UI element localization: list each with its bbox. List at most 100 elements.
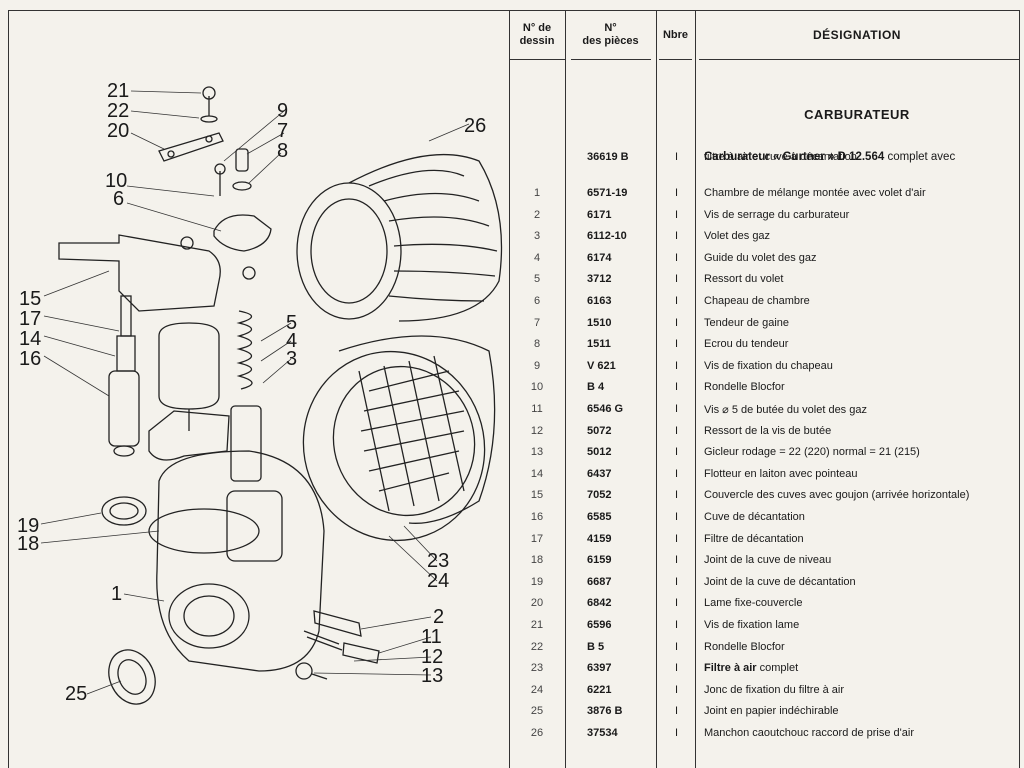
- drawing-number: 13: [530, 446, 544, 459]
- part-designation: Jonc de fixation du filtre à air: [704, 683, 845, 696]
- drawing-number: 15: [530, 489, 544, 502]
- part-ref: 3712: [587, 273, 612, 286]
- part-ref: 6163: [587, 295, 612, 307]
- part-qty: I: [675, 575, 679, 588]
- part-ref: 5012: [587, 446, 612, 459]
- part-qty: I: [675, 511, 679, 523]
- callout-17: 17: [19, 308, 42, 330]
- header-qty: Nbre: [662, 28, 689, 41]
- part-qty: I: [675, 619, 679, 631]
- part-ref: 6112-10: [587, 230, 627, 243]
- callout-15: 15: [19, 288, 42, 310]
- callout-25: 25: [65, 683, 88, 705]
- drawing-number: 14: [530, 467, 544, 480]
- part-qty: I: [675, 727, 679, 739]
- part-designation: Vis ⌀ 5 de butée du volet des gaz: [704, 404, 867, 416]
- part-qty: I: [675, 640, 679, 653]
- callout-21: 21: [107, 80, 130, 102]
- part-designation: Vis de fixation lame: [704, 619, 800, 631]
- part-designation: Tendeur de gaine: [704, 316, 790, 329]
- parts-table: N° de dessin N° des pièces Nbre DÉSIGNAT…: [509, 11, 1019, 768]
- part-designation: Ecrou du tendeur: [704, 338, 789, 351]
- part-designation: Joint de la cuve de décantation: [704, 575, 856, 588]
- drawing-number: 24: [530, 683, 544, 696]
- header-part-no: N° des pièces: [582, 22, 639, 47]
- callout-24: 24: [427, 570, 450, 592]
- drawing-number: 12: [530, 424, 544, 437]
- part-designation: Filtre de décantation: [704, 532, 804, 545]
- section-title: CARBURATEUR: [804, 107, 910, 122]
- part-qty: I: [675, 208, 679, 221]
- part-ref: 6221: [587, 683, 612, 696]
- part-qty: I: [675, 662, 679, 675]
- part-ref: 5072: [587, 424, 612, 437]
- part-designation: Volet des gaz: [704, 230, 771, 243]
- part-designation-line2: filtre à air et cuve à décantation: [704, 151, 857, 163]
- part-ref: 4159: [587, 532, 612, 545]
- drawing-number: 18: [530, 554, 544, 567]
- part-qty: I: [675, 446, 679, 459]
- part-designation: Rondelle Blocfor: [704, 381, 785, 394]
- part-qty: I: [675, 532, 679, 545]
- header-underline: [571, 59, 651, 60]
- part-qty: I: [675, 705, 679, 718]
- callout-23: 23: [427, 550, 450, 572]
- callout-10: 10: [105, 170, 128, 192]
- drawing-number: 25: [530, 705, 544, 718]
- header-drawing-no: N° de dessin: [519, 22, 555, 47]
- drawing-number: 8: [533, 338, 541, 351]
- callout-12: 12: [421, 646, 444, 668]
- callout-9: 9: [277, 100, 289, 122]
- callout-18: 18: [17, 533, 40, 555]
- exploded-view-drawing: 21 22 20 9 7 8 10 6 26 15 17 14 16 5 4 3…: [9, 11, 509, 768]
- part-designation: Couvercle des cuves avec goujon (arrivée…: [704, 489, 970, 502]
- part-designation: Flotteur en laiton avec pointeau: [704, 467, 858, 480]
- part-designation: Vis de serrage du carburateur: [704, 208, 850, 221]
- frame-border: [8, 10, 1020, 11]
- part-designation: Chapeau de chambre: [704, 295, 810, 307]
- header-underline: [699, 59, 1019, 60]
- drawing-number: 4: [533, 251, 541, 264]
- callout-2: 2: [433, 606, 445, 628]
- drawing-number: 10: [530, 381, 544, 394]
- drawing-number: 17: [530, 532, 544, 545]
- part-qty: I: [675, 295, 679, 307]
- part-qty: I: [675, 424, 679, 437]
- header-underline: [659, 59, 692, 60]
- table-divider: [695, 11, 696, 768]
- part-ref: 6171: [587, 208, 612, 221]
- callout-11: 11: [421, 626, 442, 648]
- part-qty: I: [675, 251, 679, 264]
- part-qty: I: [675, 316, 679, 329]
- part-ref: 1510: [587, 316, 612, 329]
- drawing-number: 16: [530, 511, 544, 523]
- callout-3: 3: [286, 348, 298, 370]
- part-ref: B 5: [587, 640, 605, 653]
- part-qty: I: [675, 273, 679, 286]
- part-qty: I: [675, 359, 679, 372]
- part-designation: Manchon caoutchouc raccord de prise d'ai…: [704, 727, 914, 739]
- drawing-number: 26: [530, 727, 544, 739]
- carburetor-illustration: [40, 86, 503, 705]
- callout-13: 13: [421, 665, 444, 687]
- part-ref: B 4: [587, 381, 605, 394]
- drawing-number: 2: [533, 208, 541, 221]
- part-ref: 6571-19: [587, 187, 628, 199]
- part-ref: 6174: [587, 251, 612, 264]
- part-ref: 3876 B: [587, 705, 623, 718]
- part-ref: V 621: [587, 359, 616, 372]
- part-qty: I: [675, 554, 679, 567]
- part-ref: 6842: [587, 597, 612, 610]
- drawing-number: 23: [530, 662, 544, 675]
- part-designation: Lame fixe-couvercle: [704, 597, 803, 610]
- part-qty: I: [675, 403, 679, 415]
- callout-1: 1: [111, 583, 123, 605]
- table-divider: [565, 11, 566, 768]
- frame-border: [1019, 10, 1020, 768]
- frame-border: [8, 10, 9, 768]
- drawing-number: 3: [533, 230, 541, 243]
- callout-22: 22: [107, 100, 130, 122]
- callout-26: 26: [464, 115, 487, 137]
- callout-19: 19: [17, 515, 40, 537]
- drawing-number: 11: [531, 403, 543, 415]
